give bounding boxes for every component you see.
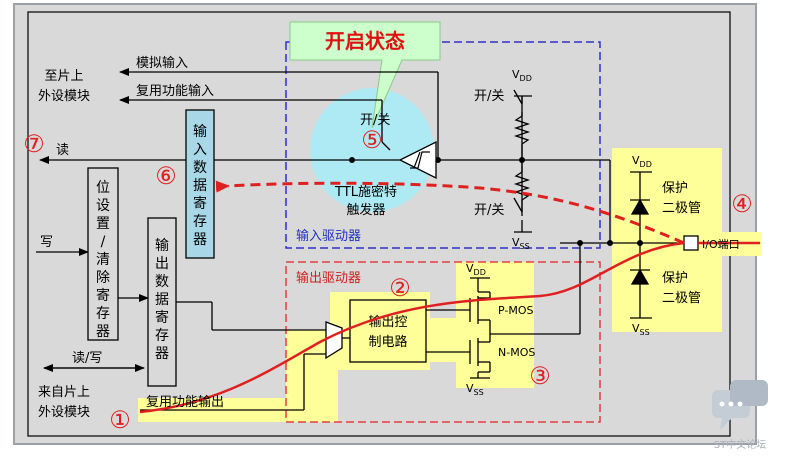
trigger-switch	[381, 141, 391, 151]
from-peripheral-label-2: 外设模块	[38, 405, 90, 420]
input-data-register-label: 输入数据寄存器	[193, 124, 207, 248]
to-peripheral-label-2: 外设模块	[38, 89, 90, 104]
pull-up-switch-label: 开/关	[474, 89, 504, 104]
output-path-curve	[139, 241, 685, 414]
input-data-register	[185, 109, 215, 259]
trigger-switch-label: 开/关	[360, 113, 390, 128]
step-number-5: ⑤	[361, 126, 383, 154]
protect-lower-label-2: 二极管	[662, 291, 701, 306]
title-text: 开启状态	[325, 29, 405, 53]
bit-set-reset-register	[87, 167, 119, 341]
output-driver-label: 输出驱动器	[296, 270, 361, 286]
pull-down-switch-label: 开/关	[474, 203, 504, 218]
output-data-register	[147, 217, 177, 387]
alt-func-input-label: 复用功能输入	[136, 83, 214, 99]
step-number-1: ①	[109, 406, 131, 434]
analog-input-label: 模拟输入	[136, 55, 188, 71]
output-data-register-label: 输出数据寄存器	[155, 238, 169, 362]
protect-lower-label-1: 保护	[662, 271, 688, 286]
schmitt-label-1: TTL施密特	[334, 184, 397, 200]
pull-down-network	[513, 160, 531, 232]
vdd-label-diode: VDD	[632, 154, 652, 169]
chat-bubble-icon	[712, 380, 768, 430]
step-number-3: ③	[529, 362, 551, 390]
io-port-label: I/O端口	[702, 238, 740, 251]
watermark-text: ST中文论坛	[714, 438, 766, 451]
read-write-label: 读/写	[72, 351, 102, 366]
input-path-arrow	[215, 180, 685, 245]
protection-diodes	[630, 198, 650, 285]
step-number-7: ⑦	[23, 130, 45, 158]
vdd-label-input: VDD	[512, 68, 532, 83]
protect-upper-label-2: 二极管	[662, 201, 701, 216]
protect-upper-label-1: 保护	[662, 181, 688, 196]
output-mux	[325, 321, 343, 360]
vdd-label-output: VDD	[466, 262, 486, 277]
nmos-label: N-MOS	[498, 346, 535, 359]
pmos-label: P-MOS	[498, 304, 534, 317]
vss-label-input: VSS	[512, 236, 530, 251]
chip-boundary	[27, 11, 731, 437]
io-pad	[683, 235, 699, 251]
title-callout	[289, 21, 441, 129]
output-driver-box	[285, 261, 601, 423]
hysteresis-icon	[410, 151, 430, 169]
schmitt-label-2: 触发器	[346, 202, 385, 218]
input-driver-label: 输入驱动器	[296, 228, 361, 244]
step-number-4: ④	[731, 190, 753, 218]
bit-set-reset-label: 位设置/清除寄存器	[96, 180, 110, 340]
input-driver-box	[285, 41, 601, 249]
schmitt-trigger	[398, 140, 437, 180]
write-label: 写	[40, 235, 53, 250]
from-peripheral-label-1: 来自片上	[38, 385, 90, 400]
to-peripheral-label-1: 至片上	[44, 69, 83, 84]
step-number-2: ②	[389, 274, 411, 302]
vss-label-output: VSS	[466, 382, 484, 397]
pull-up-network	[513, 89, 531, 160]
vss-label-diode: VSS	[632, 322, 650, 337]
step-number-6: ⑥	[155, 162, 177, 190]
read-label: 读	[56, 143, 69, 158]
alt-func-output-label: 复用功能输出	[146, 394, 224, 410]
output-control-label-2: 制电路	[368, 334, 407, 350]
schmitt-trigger-highlight	[310, 88, 434, 212]
